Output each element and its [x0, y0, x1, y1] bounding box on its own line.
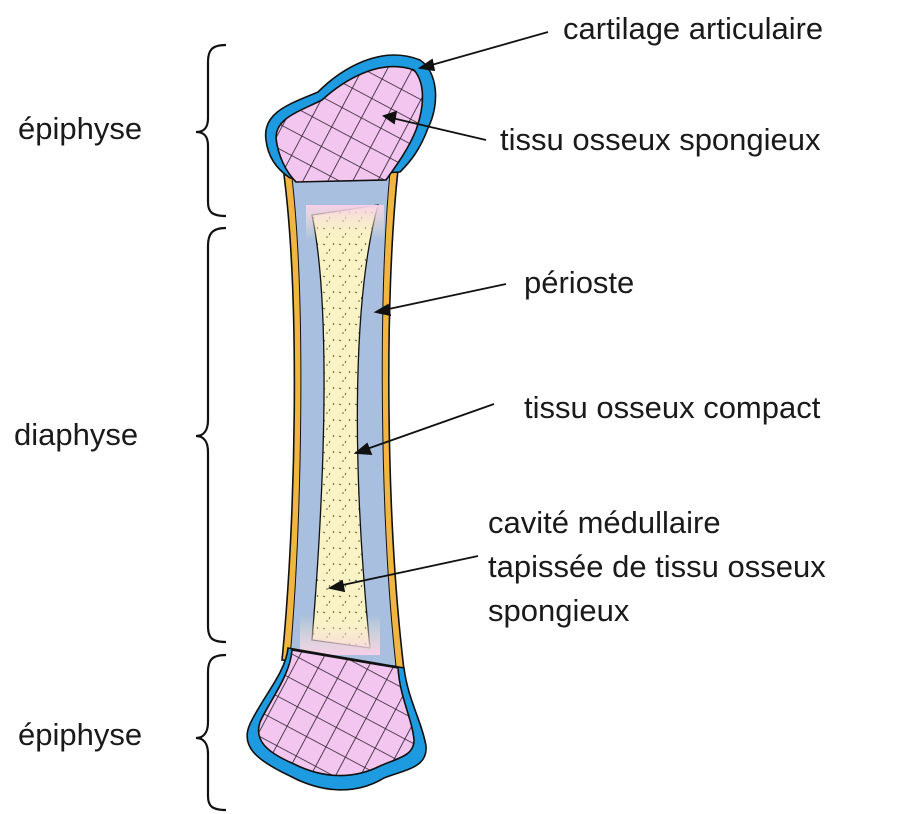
label-cavite-medullaire-line-2: tapissée de tissu osseux [488, 548, 826, 586]
region-label-epiphyse-top: épiphyse [18, 110, 142, 148]
region-label-diaphyse: diaphyse [14, 416, 138, 454]
label-cartilage-articulaire: cartilage articulaire [563, 10, 823, 48]
brace-epiphyse-bottom [196, 655, 226, 810]
label-perioste: périoste [524, 264, 634, 302]
label-tissu-osseux-compact: tissu osseux compact [524, 389, 820, 427]
label-cavite-medullaire-line-1: cavité médullaire [488, 504, 721, 542]
label-cavite-medullaire-line-3: spongieux [488, 592, 629, 630]
region-label-epiphyse-bottom: épiphyse [18, 716, 142, 754]
brace-diaphyse [196, 228, 226, 642]
brace-epiphyse-top [196, 45, 226, 216]
label-tissu-osseux-spongieux: tissu osseux spongieux [500, 121, 821, 159]
